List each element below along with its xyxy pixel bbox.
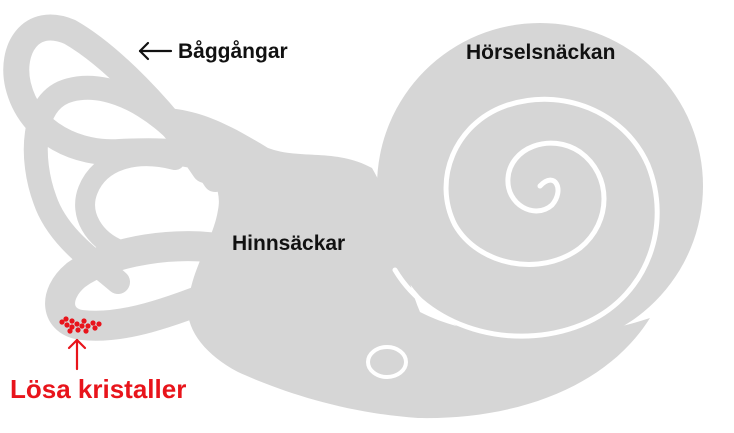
crystal bbox=[79, 323, 84, 328]
crystal bbox=[83, 328, 88, 333]
arrow-left-icon bbox=[140, 43, 171, 59]
crystal bbox=[96, 321, 101, 326]
crystal bbox=[67, 328, 72, 333]
crystal bbox=[90, 320, 95, 325]
crystal bbox=[92, 325, 97, 330]
lateral-canal-shape bbox=[60, 246, 228, 326]
label-semicircular-canals: Båggångar bbox=[178, 41, 288, 62]
crystal bbox=[81, 318, 86, 323]
label-cochlea: Hörselsnäckan bbox=[466, 42, 615, 63]
crystal bbox=[75, 327, 80, 332]
crystal bbox=[69, 318, 74, 323]
label-loose-crystals: Lösa kristaller bbox=[10, 376, 186, 402]
arrow-up-icon bbox=[69, 340, 85, 369]
crystal bbox=[74, 321, 79, 326]
crystal bbox=[64, 322, 69, 327]
label-vestibule: Hinnsäckar bbox=[232, 233, 345, 254]
crystal bbox=[85, 323, 90, 328]
crystal bbox=[63, 316, 68, 321]
